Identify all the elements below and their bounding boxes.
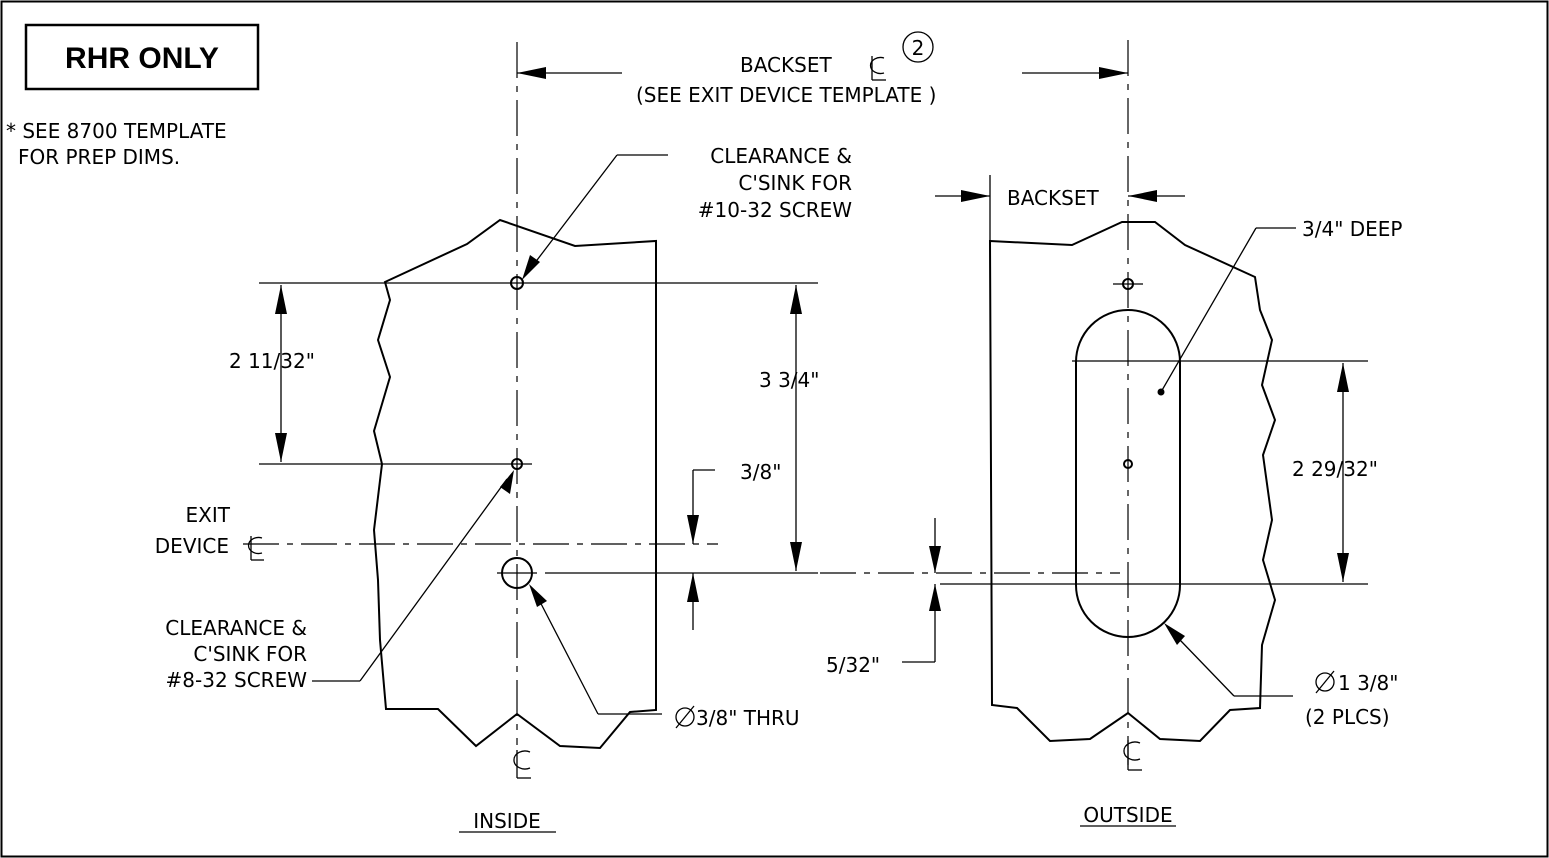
diameter-icon: [675, 705, 695, 729]
outside-door-outline: [988, 221, 1277, 743]
template-note-line1: * SEE 8700 TEMPLATE: [6, 119, 227, 143]
dim-hole-spacing: 2 11/32": [229, 349, 315, 373]
upper-hole-note-line2: C'SINK FOR: [738, 171, 852, 195]
rhr-only-badge: [24, 23, 260, 91]
lower-hole-note-line2: C'SINK FOR: [193, 642, 307, 666]
backset-sub-label: (SEE EXIT DEVICE TEMPLATE ): [636, 83, 936, 107]
outside-view: BACKSET 2 29/32" 5/32" 3/4" DEEP: [820, 40, 1402, 827]
callout-number: 2: [912, 36, 925, 60]
slot-diameter-label: 1 3/8": [1338, 671, 1398, 695]
inside-lower-screw-hole: [511, 458, 523, 470]
dim-top-to-thru: 3 3/4": [759, 368, 819, 392]
slot-count-label: (2 PLCS): [1305, 705, 1390, 729]
slot-diameter-icon: [1315, 670, 1335, 694]
dim-offset: 5/32": [826, 653, 880, 677]
inside-door-outline: [372, 218, 657, 750]
inside-title: INSIDE: [473, 809, 541, 833]
outside-slot: [1075, 309, 1181, 638]
callout-circle: [902, 31, 934, 63]
backset-dimension: BACKSET 2 (SEE EXIT DEVICE TEMPLATE ): [517, 31, 1128, 107]
outside-center-hole: [1123, 459, 1133, 469]
lower-hole-note-line3: #8-32 SCREW: [166, 668, 308, 692]
template-note-line2: FOR PREP DIMS.: [18, 145, 180, 169]
exit-device-label-line1: EXIT: [186, 503, 231, 527]
dim-thru-offset: 3/8": [740, 460, 781, 484]
outside-backset-label: BACKSET: [1007, 186, 1099, 210]
centerline-symbol-icon: [869, 56, 886, 81]
dim-slot-centers: 2 29/32": [1292, 457, 1378, 481]
depth-note: 3/4" DEEP: [1302, 217, 1402, 241]
inside-view: 2 11/32" 3 3/4" 3/8" EXIT DEVICE CLEARAN…: [155, 42, 852, 833]
outside-title: OUTSIDE: [1083, 803, 1172, 827]
rhr-only-label: RHR ONLY: [65, 42, 219, 75]
upper-hole-note-line1: CLEARANCE &: [710, 144, 852, 168]
backset-top-label: BACKSET: [740, 53, 832, 77]
exit-device-label-line2: DEVICE: [155, 534, 229, 558]
thru-hole-label: 3/8" THRU: [696, 706, 800, 730]
outside-bottom-centerline-icon: [1123, 740, 1142, 771]
lower-hole-note-line1: CLEARANCE &: [165, 616, 307, 640]
exit-device-centerline-icon: [247, 536, 264, 561]
inside-upper-screw-hole: [510, 276, 524, 290]
inside-bottom-centerline-icon: [513, 750, 531, 779]
upper-hole-note-line3: #10-32 SCREW: [698, 198, 852, 222]
